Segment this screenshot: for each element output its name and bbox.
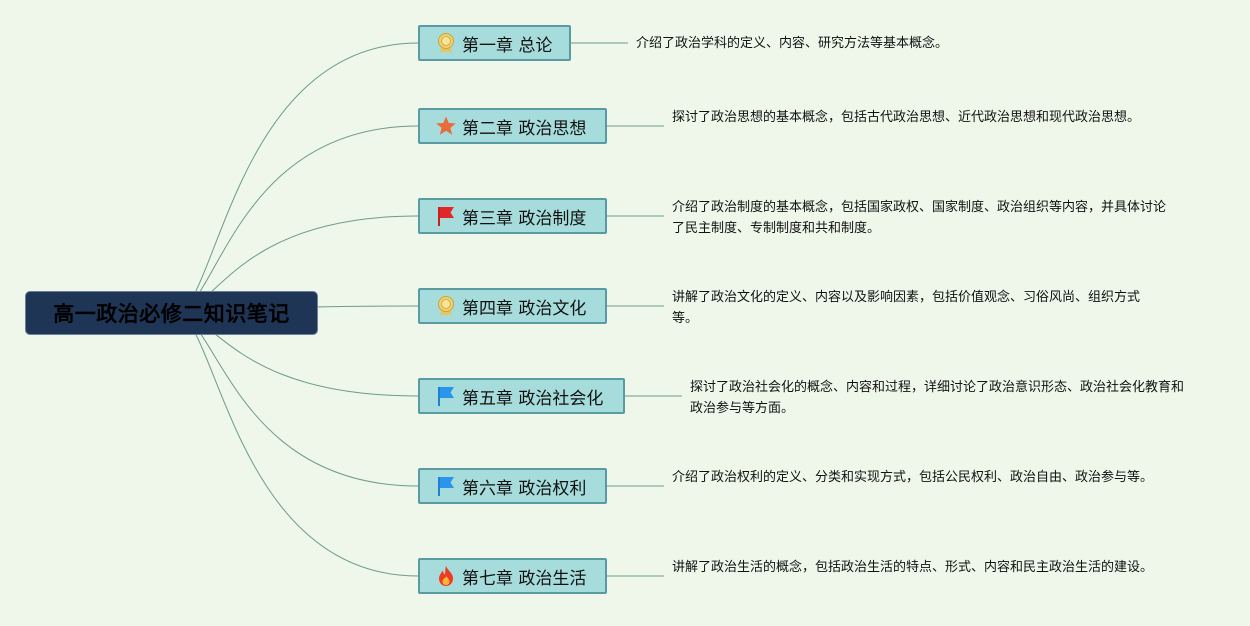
blue-flag-icon: [435, 385, 457, 407]
chapter-5-description: 探讨了政治社会化的概念、内容和过程，详细讨论了政治意识形态、政治社会化教育和政治…: [690, 380, 1185, 416]
chapter-1-description: 介绍了政治学科的定义、内容、研究方法等基本概念。: [636, 36, 949, 51]
chapter-5-node[interactable]: 第五章 政治社会化: [418, 378, 625, 414]
branch-connector-1: [177, 42, 419, 314]
root-topic[interactable]: 高一政治必修二知识笔记: [25, 291, 318, 335]
chapter-7-description: 讲解了政治生活的概念，包括政治生活的特点、形式、内容和民主政治生活的建设。: [672, 560, 1154, 575]
fire-icon: [435, 565, 457, 587]
blue-flag-icon: [435, 475, 457, 497]
red-flag-icon: [435, 205, 457, 227]
root-title: 高一政治必修二知识笔记: [53, 302, 290, 326]
chapter-6-label: 第六章 政治权利: [462, 478, 587, 499]
award-ribbon-icon: [435, 32, 457, 54]
chapter-7-node[interactable]: 第七章 政治生活: [418, 558, 607, 594]
chapter-2-description: 探讨了政治思想的基本概念，包括古代政治思想、近代政治思想和现代政治思想。: [672, 110, 1141, 125]
chapter-3-node[interactable]: 第三章 政治制度: [418, 198, 607, 234]
chapter-1-node[interactable]: 第一章 总论: [418, 25, 571, 61]
branch-connector-2: [177, 125, 419, 314]
chapter-3-label: 第三章 政治制度: [462, 208, 587, 229]
chapter-3-description: 介绍了政治制度的基本概念，包括国家政权、国家制度、政治组织等内容，并具体讨论了民…: [672, 200, 1167, 236]
chapter-4-node[interactable]: 第四章 政治文化: [418, 288, 607, 324]
chapter-7-label: 第七章 政治生活: [462, 568, 587, 589]
chapter-2-node[interactable]: 第二章 政治思想: [418, 108, 607, 144]
chapter-4-label: 第四章 政治文化: [462, 298, 587, 319]
chapter-6-description: 介绍了政治权利的定义、分类和实现方式，包括公民权利、政治自由、政治参与等。: [672, 470, 1154, 485]
branch-connector-6: [177, 312, 419, 487]
award-ribbon-icon: [435, 295, 457, 317]
chapter-6-node[interactable]: 第六章 政治权利: [418, 468, 607, 504]
star-icon: [435, 115, 457, 137]
chapter-2-label: 第二章 政治思想: [462, 118, 587, 139]
chapter-1-label: 第一章 总论: [462, 35, 553, 56]
chapter-5-label: 第五章 政治社会化: [462, 388, 604, 409]
branch-connector-7: [177, 312, 419, 577]
chapter-4-description: 讲解了政治文化的定义、内容以及影响因素，包括价值观念、习俗风尚、组织方式等。: [672, 290, 1141, 326]
